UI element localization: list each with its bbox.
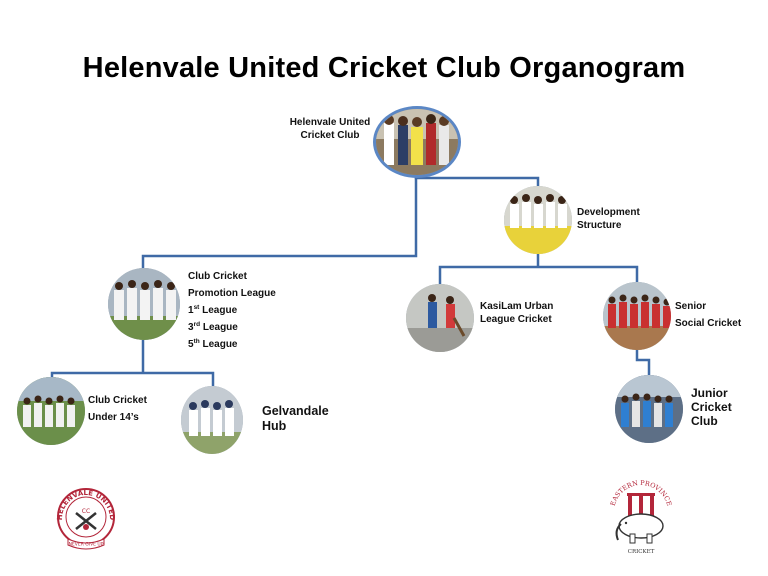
label-under14-line2: Under 14’s xyxy=(88,412,139,423)
connector-senior-to-junior xyxy=(635,346,651,379)
label-junior-line3: Club xyxy=(691,414,718,428)
label-junior-cricket-club: Junior Cricket Club xyxy=(691,386,732,428)
label-club-cricket-line1: Club Cricket xyxy=(188,271,247,282)
label-junior-line1: Junior xyxy=(691,386,728,400)
photo-club-cricket xyxy=(108,268,180,340)
label-root-club: Helenvale United Cricket Club xyxy=(280,116,380,142)
label-senior-line1: Senior xyxy=(675,301,707,312)
label-junior-line2: Cricket xyxy=(691,400,732,414)
eastern-province-cricket-logo: EASTERN PROVINCE CRICKET xyxy=(604,478,678,556)
label-kasilam-line2: League Cricket xyxy=(480,314,552,325)
label-gelvandale-line1: Gelvandale xyxy=(262,404,329,418)
photo-junior-cricket-club xyxy=(615,375,683,443)
label-under14-line1: Club Cricket xyxy=(88,395,147,406)
label-club-cricket-line2: Promotion League xyxy=(188,288,276,299)
label-kasilam-line1: KasiLam Urban xyxy=(480,301,554,312)
svg-text:NEVER GIVE UP: NEVER GIVE UP xyxy=(69,542,104,548)
label-kasilam-urban-league: KasiLam Urban League Cricket xyxy=(480,300,553,326)
label-development-structure-line2: Structure xyxy=(577,220,622,231)
connector-development-to-children xyxy=(438,250,639,290)
label-development-structure: Development Structure xyxy=(577,206,640,232)
label-third-league: 3rd League xyxy=(188,321,238,333)
label-root-club-line1: Helenvale United xyxy=(289,117,371,128)
photo-club-cricket-under-14 xyxy=(17,377,85,445)
svg-text:CRICKET: CRICKET xyxy=(628,549,655,555)
label-gelvandale-hub: Gelvandale Hub xyxy=(262,404,329,434)
label-first-league: 1st League xyxy=(188,304,238,316)
label-root-club-line2: Cricket Club xyxy=(300,130,360,141)
photo-senior-social-cricket xyxy=(603,282,671,350)
label-senior-line2: Social Cricket xyxy=(675,318,742,329)
label-senior-social-cricket: Senior Social Cricket xyxy=(675,298,741,332)
photo-gelvandale-hub xyxy=(181,386,243,454)
photo-development-structure xyxy=(504,186,572,254)
svg-text:CC: CC xyxy=(82,508,90,515)
label-club-cricket-under-14: Club Cricket Under 14’s xyxy=(88,392,147,426)
connector-root-to-club-cricket xyxy=(141,176,418,274)
page-title: Helenvale United Cricket Club Organogram xyxy=(82,52,686,84)
label-development-structure-line1: Development xyxy=(577,207,640,218)
label-gelvandale-line2: Hub xyxy=(262,419,287,433)
label-fifth-league: 5th League xyxy=(188,338,238,350)
label-club-cricket: Club Cricket Promotion League 1st League… xyxy=(188,268,276,353)
helenvale-united-logo: HELENVALE UNITED CC NEVER GIVE UP xyxy=(50,483,122,555)
photo-root-club xyxy=(373,106,461,178)
photo-kasilam-urban-league xyxy=(406,284,474,352)
